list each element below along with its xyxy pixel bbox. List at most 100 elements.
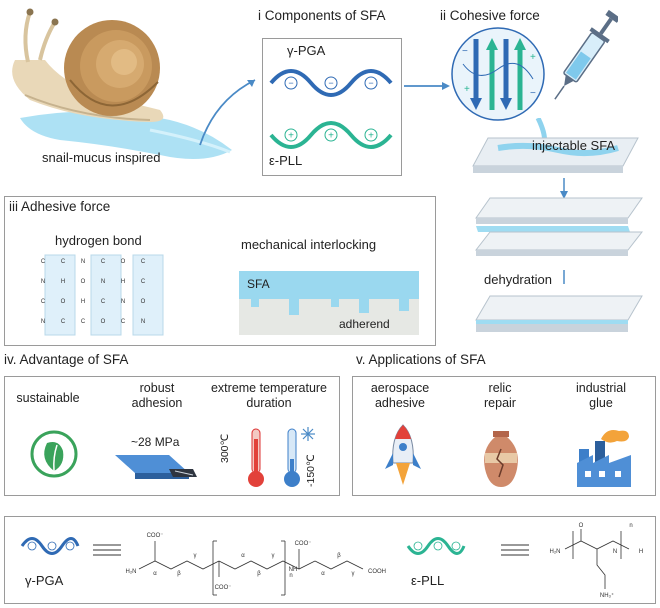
pll-wave: + + + [269,121,393,149]
arrow-snail-to-components [199,79,256,146]
svg-text:+: + [288,131,294,142]
strength-value: ~28 MPa [131,435,180,449]
svg-text:C: C [41,259,46,265]
svg-text:α: α [153,571,157,577]
advantage-robust-label: robust adhesion [131,381,183,410]
svg-text:H: H [61,279,65,285]
dehydrated-slab [475,295,643,332]
rocket-icon [385,424,421,485]
svg-text:+: + [368,131,374,142]
svg-text:C: C [81,319,86,325]
svg-text:N: N [41,279,45,285]
svg-text:H: H [81,299,85,305]
arrow-down-to-dehydrated [563,270,565,284]
svg-text:α: α [241,553,245,559]
svg-text:−: − [462,46,468,57]
bottom-pga-label: γ-PGA [25,573,64,588]
advantage-panel: sustainable robust adhesion ~28 MPa extr… [4,376,340,496]
svg-text:+: + [530,52,536,63]
svg-text:N: N [121,299,125,305]
section-i-title: i Components of SFA [258,8,386,23]
svg-text:C: C [101,259,106,265]
svg-text:O: O [579,523,584,529]
svg-text:COOH: COOH [368,569,386,575]
hbond-label: hydrogen bond [55,233,142,248]
snail-illustration [0,0,250,175]
svg-text:γ: γ [272,553,275,559]
svg-text:−: − [530,88,536,99]
app-aerospace-label: aerospace adhesive [370,381,430,410]
pga-wave: − − − [269,69,393,97]
interlocking-diagram [239,271,419,335]
svg-text:C: C [141,279,146,285]
svg-text:γ: γ [194,553,197,559]
svg-text:H₂N: H₂N [126,569,137,575]
svg-text:O: O [121,259,126,265]
injectable-sfa-slab [472,118,639,173]
svg-text:β: β [257,571,261,577]
bottom-pll-label: ε-PLL [411,573,445,588]
svg-text:+: + [328,131,334,142]
bottom-pga-wave [20,537,80,555]
svg-text:N: N [41,319,45,325]
svg-text:C: C [121,319,126,325]
adherend-tag: adherend [339,317,390,331]
components-panel: γ-PGA − − − + + + ε-PLL [262,38,402,176]
svg-text:β: β [337,553,341,559]
svg-text:γ: γ [352,571,355,577]
laminated-slabs [474,197,644,256]
svg-text:N: N [613,549,617,555]
svg-text:O: O [101,319,106,325]
arrow-components-to-cohesive [404,82,450,90]
svg-text:COO⁻: COO⁻ [215,585,232,591]
svg-text:C: C [61,259,66,265]
svg-text:O: O [141,299,146,305]
app-industrial-label: industrial glue [575,381,627,410]
svg-text:COO⁻: COO⁻ [295,541,312,547]
snail-label: snail-mucus inspired [42,150,161,165]
svg-text:−: − [328,78,333,88]
svg-text:β: β [177,571,181,577]
pga-label: γ-PGA [287,43,326,58]
lap-joint-icon [115,455,197,479]
svg-text:C: C [101,299,106,305]
svg-text:+: + [464,84,470,95]
svg-text:N: N [141,319,145,325]
advantage-temperature-label: extreme temperature duration [210,381,328,410]
svg-text:N: N [101,279,105,285]
svg-text:−: − [288,78,293,88]
app-relic-label: relic repair [484,381,516,410]
factory-icon [577,430,631,487]
equivalence-sign-right [501,544,529,556]
svg-text:C: C [141,259,146,265]
section-iii-title: iii Adhesive force [9,199,111,214]
interlock-label: mechanical interlocking [241,237,377,252]
cold-thermometer-icon [284,428,300,487]
svg-text:C: C [41,299,46,305]
section-iv-title: iv. Advantage of SFA [4,352,129,367]
svg-text:C: C [61,319,66,325]
svg-text:N: N [81,259,85,265]
svg-text:α: α [321,571,325,577]
dehydration-label: dehydration [484,272,552,287]
svg-text:H₂N: H₂N [550,549,561,555]
svg-text:O: O [81,279,86,285]
pll-label: ε-PLL [269,153,303,168]
bottom-pll-wave [406,537,466,555]
sfa-tag: SFA [247,277,270,291]
injectable-label: injectable SFA [532,138,616,153]
cohesive-network-circle: − + + − [451,27,545,121]
cold-value: -150℃ [305,454,317,487]
svg-text:O: O [61,299,66,305]
hot-value: 300℃ [219,433,231,463]
advantage-sustainable-label: sustainable [16,391,80,405]
section-ii-title: ii Cohesive force [440,8,540,23]
svg-text:H: H [639,549,643,555]
applications-panel: aerospace adhesive relic repair industri… [352,376,656,496]
svg-text:NH: NH [289,567,298,573]
snowflake-icon [301,427,315,441]
